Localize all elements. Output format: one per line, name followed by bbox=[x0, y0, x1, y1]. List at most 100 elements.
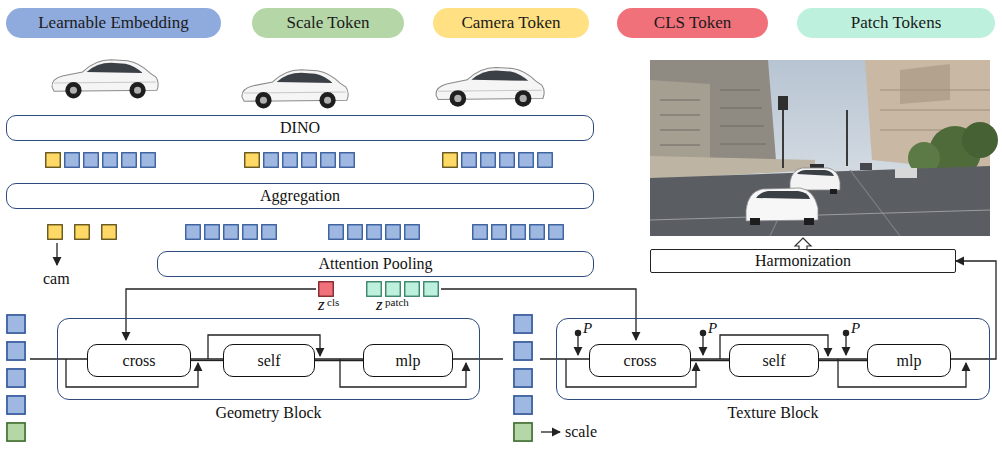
symbol-label: z bbox=[318, 296, 325, 315]
dino-tokens bbox=[141, 153, 156, 168]
street-photo bbox=[846, 110, 848, 166]
token-columns bbox=[7, 423, 25, 441]
dino-tokens bbox=[65, 153, 80, 168]
box-label: self bbox=[257, 352, 280, 370]
box-label: mlp bbox=[897, 352, 922, 370]
dino-tokens bbox=[481, 153, 496, 168]
aggregated-tokens bbox=[75, 225, 90, 240]
superscript-label: patch bbox=[385, 296, 409, 308]
scale-arrow bbox=[541, 431, 560, 432]
layer-box: cross bbox=[87, 344, 191, 377]
patch-line bbox=[441, 289, 636, 340]
block-title: Texture Block bbox=[557, 404, 989, 422]
pooled-tokens bbox=[319, 282, 334, 297]
street-photo bbox=[778, 96, 788, 110]
legend-swatch: Patch Tokens bbox=[797, 8, 995, 38]
token-columns bbox=[514, 342, 532, 360]
box-label: Attention Pooling bbox=[318, 255, 432, 273]
block-title: Geometry Block bbox=[58, 404, 479, 422]
token-columns bbox=[7, 369, 25, 387]
pooled-tokens bbox=[405, 282, 420, 297]
aggregated-tokens bbox=[329, 225, 344, 240]
box-label: Aggregation bbox=[260, 187, 340, 205]
pooled-tokens bbox=[319, 282, 439, 297]
aggregated-tokens bbox=[348, 225, 363, 240]
module-box: Attention Pooling bbox=[157, 251, 594, 277]
legend-text: Scale Token bbox=[287, 13, 370, 33]
street-photo bbox=[962, 122, 998, 158]
token-columns bbox=[7, 342, 25, 360]
dino-tokens bbox=[462, 153, 477, 168]
street-photo bbox=[650, 60, 990, 236]
token-columns bbox=[7, 315, 25, 333]
aggregated-tokens bbox=[511, 225, 526, 240]
aggregated-tokens bbox=[530, 225, 545, 240]
street-photo bbox=[746, 188, 818, 225]
input-cars bbox=[52, 60, 158, 99]
street-photo bbox=[746, 188, 818, 221]
street-photo bbox=[830, 189, 837, 194]
legend-swatch: Camera Token bbox=[433, 8, 589, 38]
transformer-block: Texture Blockcrossselfmlp bbox=[556, 318, 990, 400]
street-photo bbox=[750, 218, 760, 225]
superscript-label: cls bbox=[327, 296, 339, 308]
connector bbox=[191, 360, 223, 361]
street-photo bbox=[900, 64, 950, 104]
aggregated-tokens bbox=[473, 225, 488, 240]
dino-tokens bbox=[321, 153, 336, 168]
dino-tokens bbox=[46, 153, 61, 168]
street-photo bbox=[860, 163, 872, 170]
prompt-pins bbox=[702, 333, 703, 355]
prompt-pins bbox=[845, 333, 846, 355]
dino-tokens bbox=[245, 153, 260, 168]
cam-arrow bbox=[56, 243, 57, 265]
aggregated-tokens bbox=[186, 225, 201, 240]
module-box: Harmonization bbox=[650, 249, 956, 273]
pooled-tokens bbox=[424, 282, 439, 297]
box-label: cross bbox=[123, 352, 156, 370]
aggregated-tokens bbox=[405, 225, 420, 240]
dino-tokens bbox=[538, 153, 553, 168]
aggregated-tokens bbox=[367, 225, 382, 240]
token-columns bbox=[7, 315, 532, 441]
legend-swatch: CLS Token bbox=[617, 8, 768, 38]
token-columns bbox=[7, 396, 25, 414]
street-photo bbox=[895, 168, 917, 178]
street-photo bbox=[650, 60, 998, 236]
prompt-label: P bbox=[708, 320, 717, 337]
street-photo bbox=[650, 60, 776, 172]
aggregated-tokens bbox=[492, 225, 507, 240]
dino-tokens bbox=[264, 153, 279, 168]
dino-tokens bbox=[84, 153, 99, 168]
legend-swatch: Scale Token bbox=[252, 8, 404, 38]
token-columns bbox=[514, 369, 532, 387]
transformer-block: Geometry Blockcrossselfmlp bbox=[57, 318, 480, 400]
legend-text: CLS Token bbox=[654, 13, 731, 33]
connector bbox=[315, 360, 363, 361]
box-label: self bbox=[762, 352, 785, 370]
street-photo bbox=[650, 80, 710, 164]
input-cars bbox=[242, 70, 348, 109]
street-photo bbox=[650, 210, 990, 220]
dino-tokens bbox=[46, 153, 553, 168]
street-photo bbox=[660, 100, 700, 145]
street-photo bbox=[804, 218, 814, 225]
prompt-label: P bbox=[851, 320, 860, 337]
connector bbox=[956, 261, 996, 359]
connector bbox=[819, 360, 867, 361]
output-label: scale bbox=[565, 423, 597, 441]
aggregated-tokens bbox=[48, 225, 63, 240]
dino-tokens bbox=[122, 153, 137, 168]
box-label: mlp bbox=[396, 352, 421, 370]
module-box: Aggregation bbox=[6, 183, 594, 209]
input-cars bbox=[52, 60, 544, 109]
token-columns bbox=[514, 396, 532, 414]
cls-line bbox=[126, 289, 316, 340]
input-cars bbox=[436, 67, 544, 106]
street-photo bbox=[660, 90, 766, 145]
pooled-tokens bbox=[367, 282, 382, 297]
token-columns bbox=[514, 423, 532, 441]
dino-tokens bbox=[283, 153, 298, 168]
